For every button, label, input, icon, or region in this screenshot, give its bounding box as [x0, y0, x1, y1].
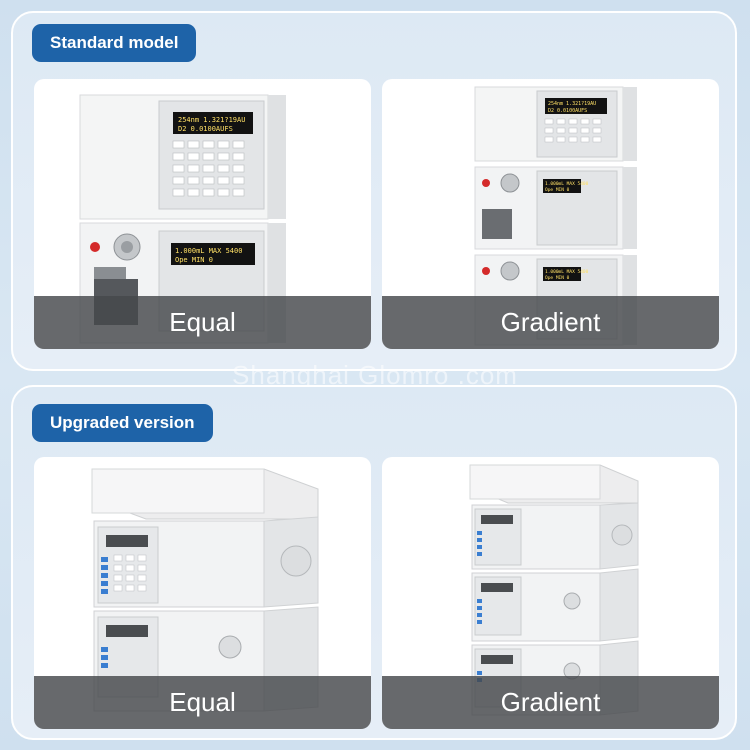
card-caption: Equal	[34, 676, 371, 729]
svg-text:1.000mL MAX 5400: 1.000mL MAX 5400	[545, 269, 589, 275]
svg-text:Ope MIN 0: Ope MIN 0	[175, 256, 213, 264]
section-title-standard: Standard model	[32, 24, 197, 62]
card-caption: Gradient	[382, 676, 719, 729]
product-card-upgraded-gradient[interactable]: Gradient	[382, 457, 719, 729]
svg-text:1.000mL MAX 5400: 1.000mL MAX 5400	[545, 181, 589, 187]
card-caption: Equal	[34, 296, 371, 349]
upgraded-version-panel: Upgraded version	[11, 385, 737, 740]
product-card-standard-gradient[interactable]: 254nm 1.321?19AU D2 0.0100AUFS 1.000mL M…	[382, 79, 719, 349]
svg-text:Ope MIN 0: Ope MIN 0	[545, 275, 570, 281]
svg-text:254nm 1.321?19AU: 254nm 1.321?19AU	[548, 101, 596, 107]
svg-text:Ope MIN 0: Ope MIN 0	[545, 187, 570, 193]
standard-model-panel: Standard model 254nm 1.321?19AU D2 0.010…	[11, 11, 737, 371]
product-card-upgraded-equal[interactable]: Equal	[34, 457, 371, 729]
svg-text:D2 0.0100AUFS: D2 0.0100AUFS	[178, 125, 233, 133]
section-title-upgraded: Upgraded version	[32, 404, 213, 442]
card-caption: Gradient	[382, 296, 719, 349]
svg-text:254nm 1.321?19AU: 254nm 1.321?19AU	[178, 116, 245, 124]
svg-text:1.000mL MAX 5400: 1.000mL MAX 5400	[175, 247, 242, 255]
svg-text:D2 0.0100AUFS: D2 0.0100AUFS	[548, 108, 587, 114]
product-card-standard-equal[interactable]: 254nm 1.321?19AU D2 0.0100AUFS 1.000mL M…	[34, 79, 371, 349]
